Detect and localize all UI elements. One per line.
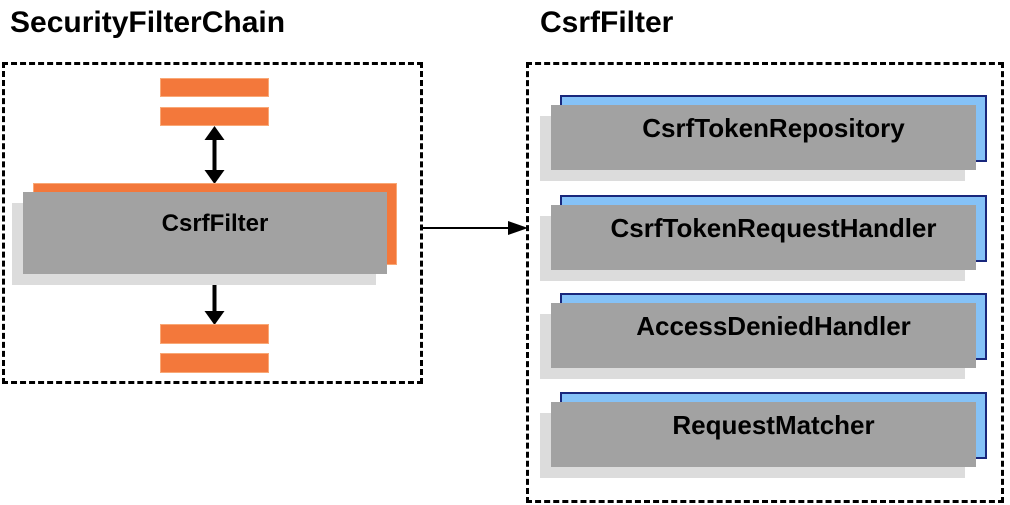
component-label: CsrfTokenRepository [642,113,905,143]
component-label: RequestMatcher [672,410,875,440]
component-label: AccessDeniedHandler [636,311,911,341]
filter-placeholder-bar-bottom-1 [160,324,269,344]
component-label: CsrfTokenRequestHandler [610,213,937,243]
csrf-filter-title: CsrfFilter [540,6,674,39]
component-box-access-denied-handler: AccessDeniedHandler [560,293,987,360]
component-box-csrf-token-request-handler: CsrfTokenRequestHandler [560,195,987,262]
security-filter-chain-container [2,62,423,384]
filter-placeholder-bar-bottom-2 [160,353,269,373]
security-filter-chain-title: SecurityFilterChain [10,6,286,39]
filter-placeholder-bar-top-2 [160,107,269,126]
filter-placeholder-bar-top-1 [160,78,269,97]
component-box-csrf-token-repository: CsrfTokenRepository [560,95,987,162]
csrf-filter-container [526,62,1004,503]
component-box-request-matcher: RequestMatcher [560,392,987,459]
link-arrow-icon [422,221,528,235]
csrf-filter-box: CsrfFilter [33,183,397,265]
csrf-filter-box-label: CsrfFilter [161,210,269,237]
double-arrow-top-icon [204,126,225,184]
